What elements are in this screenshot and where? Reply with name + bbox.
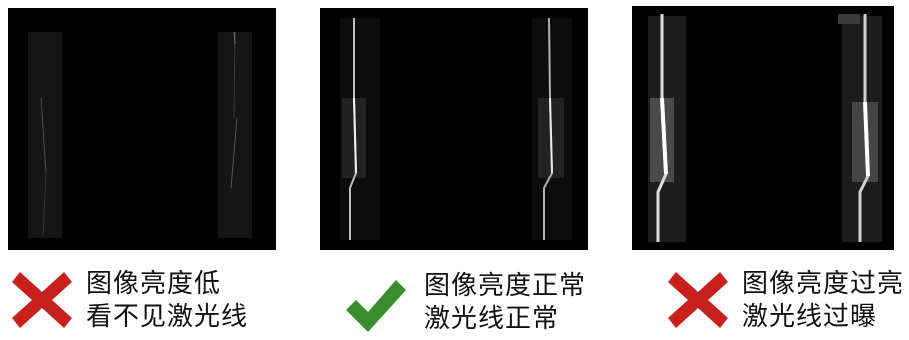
camera-image-normal xyxy=(320,8,588,250)
caption-low: 图像亮度低 看不见激光线 xyxy=(86,268,248,334)
cross-icon xyxy=(666,268,730,332)
laser-image-normal xyxy=(320,8,588,250)
caption-line2: 激光线正常 xyxy=(424,304,560,334)
camera-image-overexposed xyxy=(632,6,894,250)
cross-icon xyxy=(10,268,74,332)
caption-line2: 看不见激光线 xyxy=(86,302,249,332)
laser-image-overexposed xyxy=(632,6,894,250)
caption-line2: 激光线过曝 xyxy=(742,302,878,332)
camera-image-low xyxy=(8,8,276,250)
caption-overexposed: 图像亮度过亮 激光线过曝 xyxy=(742,268,904,334)
laser-image-low xyxy=(8,8,276,250)
caption-line1: 图像亮度低 xyxy=(86,269,222,299)
caption-line1: 图像亮度过亮 xyxy=(742,269,905,299)
check-icon xyxy=(342,270,408,336)
caption-line1: 图像亮度正常 xyxy=(424,271,587,301)
caption-normal: 图像亮度正常 激光线正常 xyxy=(424,270,586,336)
